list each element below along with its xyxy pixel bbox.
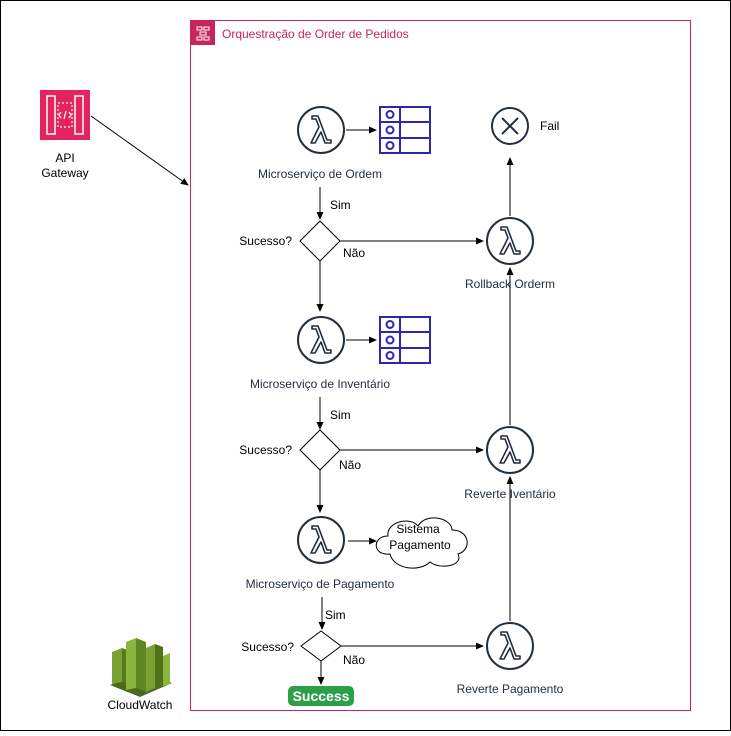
yes-label-2: Sim	[330, 408, 351, 422]
step-label-pagamento: Microserviço de Pagamento	[246, 577, 395, 591]
no-label-1: Não	[343, 246, 365, 260]
lambda-icon-ordem[interactable]	[297, 106, 345, 154]
api-gateway-label-2: Gateway	[41, 166, 88, 180]
no-label-2: Não	[339, 458, 361, 472]
fail-label: Fail	[540, 119, 559, 133]
yes-label-3: Sim	[325, 608, 346, 622]
no-label-3: Não	[343, 653, 365, 667]
table-icon-ordem[interactable]	[379, 106, 431, 154]
decision-diamond-3[interactable]	[300, 630, 342, 662]
payment-system-label-2: Pagamento	[389, 538, 451, 552]
api-to-group-arrow	[90, 115, 189, 186]
lambda-icon-reverte-pagamento[interactable]	[486, 622, 534, 670]
api-gateway-label-1: API	[55, 151, 74, 165]
lambda-icon-pagamento[interactable]	[297, 516, 345, 564]
step-label-ordem: Microserviço de Ordem	[258, 167, 382, 181]
success-badge[interactable]	[288, 686, 354, 706]
group-title: Orquestração de Order de Pedidos	[222, 27, 409, 41]
payment-system-label-1: Sistema	[396, 522, 440, 536]
lambda-icon-rollback[interactable]	[486, 217, 534, 265]
table-icon-inventario[interactable]	[379, 316, 431, 364]
step-functions-icon	[191, 21, 215, 45]
cloudwatch-label: CloudWatch	[108, 698, 173, 712]
decision-question-2: Sucesso?	[239, 443, 292, 457]
reverte-pagamento-label: Reverte Pagamento	[457, 682, 564, 696]
decision-diamond-1[interactable]	[299, 220, 341, 262]
decision-diamond-2[interactable]	[299, 429, 341, 471]
decision-question-1: Sucesso?	[239, 234, 292, 248]
cloudwatch-icon[interactable]	[110, 638, 172, 697]
yes-label-1: Sim	[330, 198, 351, 212]
lambda-icon-inventario[interactable]	[297, 316, 345, 364]
lambda-icon-reverte-inventario[interactable]	[486, 426, 534, 474]
api-gateway-icon[interactable]	[40, 90, 90, 140]
payment-system-cloud[interactable]	[375, 517, 468, 569]
fail-icon[interactable]	[491, 107, 529, 145]
success-label: Success	[293, 688, 350, 704]
step-label-inventario: Microserviço de Inventário	[250, 377, 390, 391]
decision-question-3: Sucesso?	[241, 640, 294, 654]
orchestration-group[interactable]	[190, 20, 691, 711]
